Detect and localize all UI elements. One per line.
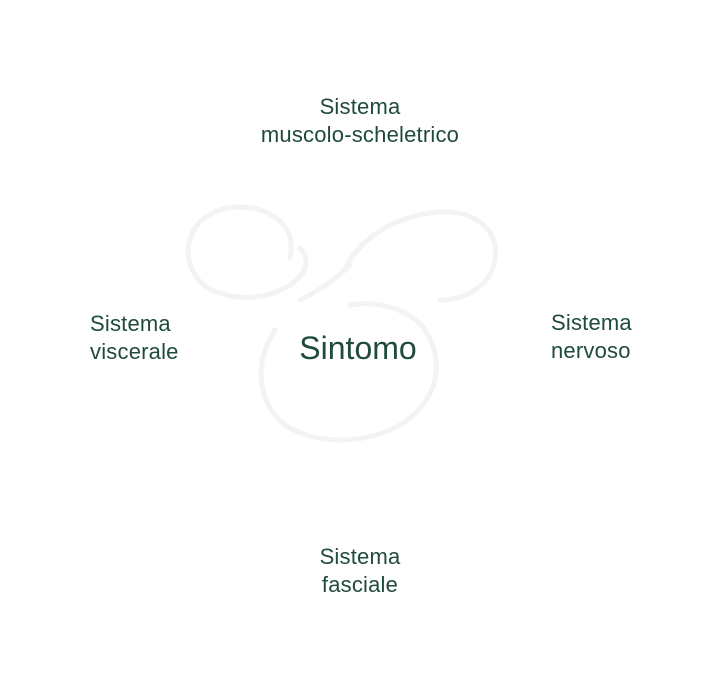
watermark-loop-left <box>185 204 309 300</box>
watermark-loop-right <box>342 209 499 303</box>
center-symptom-label: Sintomo <box>299 330 417 366</box>
node-musculoskeletal-system: Sistema muscolo-scheletrico <box>260 94 460 147</box>
watermark-loop-bottom <box>258 301 439 443</box>
node-nervous-system: Sistema nervoso <box>551 310 632 363</box>
watermark-connector <box>297 262 353 303</box>
node-fascial-system: Sistema fasciale <box>319 544 401 597</box>
node-visceral-system: Sistema viscerale <box>90 311 179 364</box>
